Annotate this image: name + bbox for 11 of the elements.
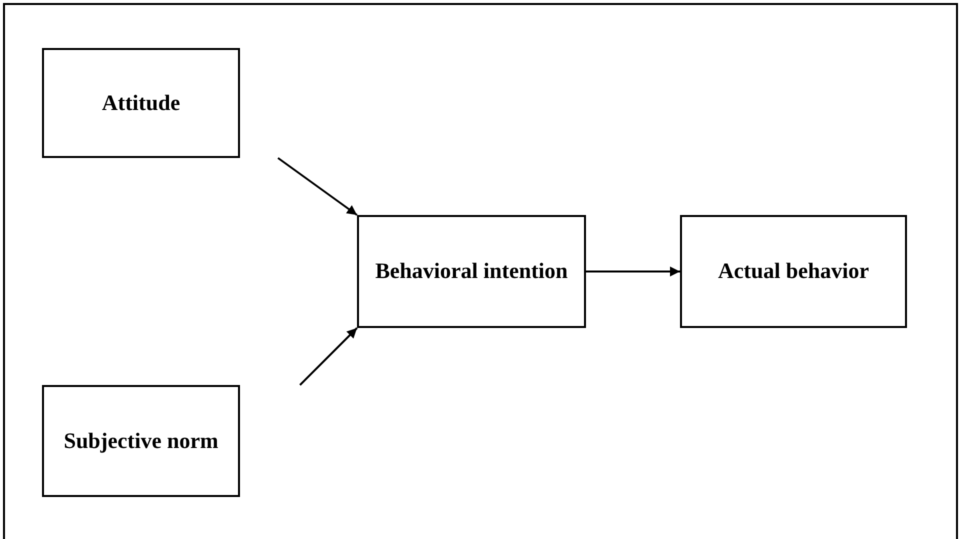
arrow xyxy=(277,157,358,216)
arrow xyxy=(299,327,358,386)
concept-box xyxy=(680,215,907,328)
box-label: Behavioral intention xyxy=(375,257,568,286)
box-label: Actual behavior xyxy=(718,257,869,286)
box-label: Subjective norm xyxy=(64,426,218,455)
box-label: Attitude xyxy=(102,88,180,117)
concept-box xyxy=(42,385,240,497)
arrow xyxy=(586,266,680,276)
concept-box xyxy=(357,215,586,328)
concept-box xyxy=(42,48,240,158)
